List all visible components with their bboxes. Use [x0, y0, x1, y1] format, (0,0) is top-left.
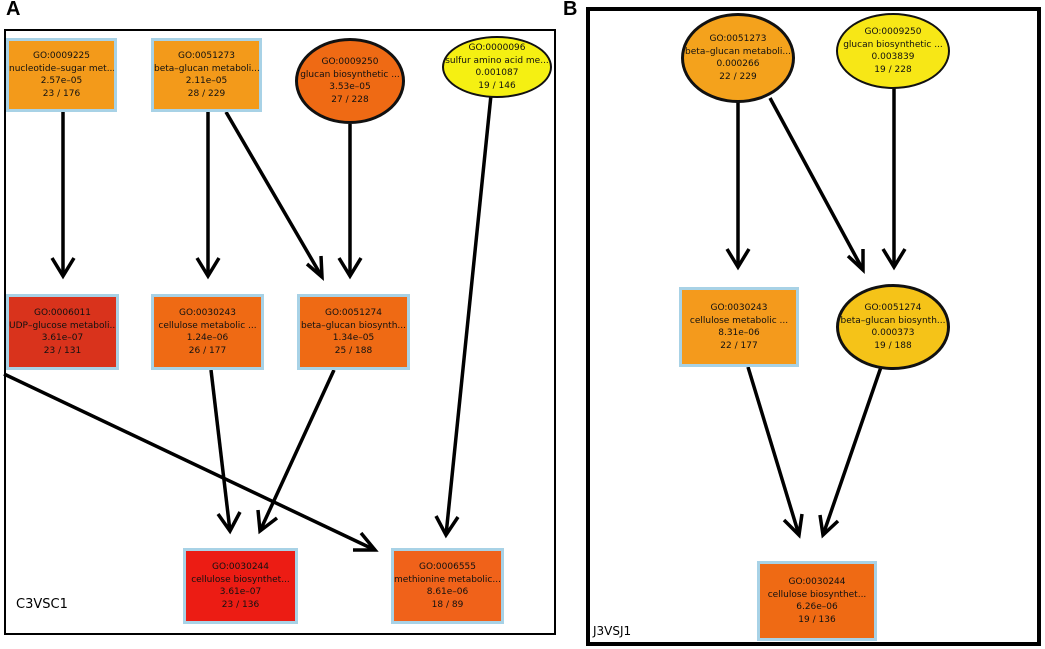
node-count: 22 / 229 [719, 71, 757, 82]
node-pvalue: 1.24e–06 [186, 333, 229, 343]
node-id: GO:0009250 [864, 27, 922, 37]
go-node-a-0030244: GO:0030244 cellulose biosynthet... 3.61e… [183, 548, 298, 624]
node-id: GO:0051273 [177, 51, 235, 61]
go-node-a-0000096: GO:0000096 sulfur amino acid me... 0.001… [442, 36, 552, 98]
node-id: GO:0030244 [788, 577, 846, 587]
go-node-a-0009250: GO:0009250 glucan biosynthetic ... 3.53e… [295, 38, 405, 124]
go-node-a-0051274: GO:0051274 beta–glucan biosynth... 1.34e… [297, 294, 410, 370]
edge-b-0051274-to-0030244 [821, 366, 883, 536]
node-id: GO:0006011 [33, 308, 91, 318]
panel-a-sample-label: C3VSC1 [16, 597, 68, 612]
node-pvalue: 0.000266 [716, 59, 760, 69]
node-term: beta–glucan metaboli... [685, 46, 791, 57]
node-term: methionine metabolic... [394, 574, 501, 585]
node-pvalue: 0.003839 [871, 52, 915, 62]
node-id: GO:0000096 [468, 43, 526, 53]
node-count: 28 / 229 [187, 88, 226, 99]
node-count: 19 / 146 [478, 80, 516, 91]
node-count: 23 / 131 [43, 345, 82, 356]
go-node-a-0051273: GO:0051273 beta–glucan metaboli... 2.11e… [151, 38, 262, 112]
node-count: 23 / 136 [221, 599, 260, 610]
go-node-b-0051274: GO:0051274 beta–glucan biosynth... 0.000… [836, 284, 950, 370]
node-count: 26 / 177 [188, 345, 227, 356]
node-term: cellulose biosynthet... [191, 574, 290, 585]
edge-a-0030243-to-0030244 [209, 369, 232, 532]
node-term: sulfur amino acid me... [445, 55, 549, 66]
node-term: UDP–glucose metaboli... [9, 320, 116, 331]
node-count: 18 / 89 [431, 599, 464, 610]
edge-a-0006011-to-0006555 [3, 372, 376, 552]
node-pvalue: 3.61e–07 [219, 587, 262, 597]
node-pvalue: 3.61e–07 [41, 333, 84, 343]
node-pvalue: 0.001087 [475, 68, 519, 78]
node-pvalue: 2.11e–05 [185, 76, 228, 86]
node-term: beta–glucan biosynth... [301, 320, 406, 331]
go-node-b-0030243: GO:0030243 cellulose metabolic ... 8.31e… [679, 287, 799, 367]
node-pvalue: 3.53e–05 [329, 82, 371, 92]
node-id: GO:0051274 [864, 303, 922, 313]
panel-b-letter: B [563, 0, 578, 20]
go-node-b-0030244: GO:0030244 cellulose biosynthet... 6.26e… [757, 561, 877, 641]
node-term: beta–glucan metaboli... [154, 63, 259, 74]
node-count: 25 / 188 [334, 345, 373, 356]
node-count: 23 / 176 [42, 88, 81, 99]
node-pvalue: 6.26e–06 [796, 602, 838, 612]
go-node-a-0006011: GO:0006011 UDP–glucose metaboli... 3.61e… [6, 294, 119, 370]
node-count: 19 / 136 [798, 614, 836, 625]
edge-b-0030243-to-0030244 [746, 366, 801, 536]
go-node-b-0051273: GO:0051273 beta–glucan metaboli... 0.000… [681, 13, 795, 103]
edge-a-0051274-to-0030244 [258, 369, 336, 532]
node-count: 19 / 188 [874, 340, 912, 351]
node-pvalue: 8.31e–06 [718, 328, 760, 338]
panel-b-sample-label: J3VSJ1 [593, 624, 632, 638]
node-id: GO:0009225 [32, 51, 90, 61]
node-count: 22 / 177 [720, 340, 758, 351]
node-id: GO:0051274 [324, 308, 382, 318]
node-term: beta–glucan biosynth... [840, 315, 946, 326]
node-id: GO:0030243 [178, 308, 236, 318]
node-count: 27 / 228 [331, 94, 369, 105]
go-node-a-0009225: GO:0009225 nucleotide–sugar met... 2.57e… [6, 38, 117, 112]
node-pvalue: 1.34e–05 [332, 333, 375, 343]
node-id: GO:0030244 [211, 562, 269, 572]
node-pvalue: 2.57e–05 [40, 76, 83, 86]
node-pvalue: 8.61e–06 [426, 587, 469, 597]
node-id: GO:0051273 [709, 34, 767, 44]
edge-a-0051273-to-0051274 [224, 111, 324, 278]
node-id: GO:0009250 [321, 57, 379, 67]
node-term: cellulose metabolic ... [158, 320, 257, 331]
edge-a-0000096-to-0006555 [444, 94, 493, 536]
go-node-a-0030243: GO:0030243 cellulose metabolic ... 1.24e… [151, 294, 264, 370]
node-count: 19 / 228 [874, 64, 912, 75]
panel-a-letter: A [6, 0, 21, 20]
node-term: nucleotide–sugar met... [9, 63, 114, 74]
node-term: glucan biosynthetic ... [300, 69, 400, 80]
node-id: GO:0006555 [418, 562, 476, 572]
go-node-a-0006555: GO:0006555 methionine metabolic... 8.61e… [391, 548, 504, 624]
node-pvalue: 0.000373 [871, 328, 915, 338]
edge-b-0051273-to-0051274 [768, 97, 865, 271]
node-term: cellulose biosynthet... [767, 589, 867, 600]
panel-b-frame [586, 7, 1041, 646]
go-node-b-0009250: GO:0009250 glucan biosynthetic ... 0.003… [836, 13, 950, 89]
node-id: GO:0030243 [710, 303, 768, 313]
node-term: cellulose metabolic ... [689, 315, 789, 326]
node-term: glucan biosynthetic ... [843, 39, 943, 50]
